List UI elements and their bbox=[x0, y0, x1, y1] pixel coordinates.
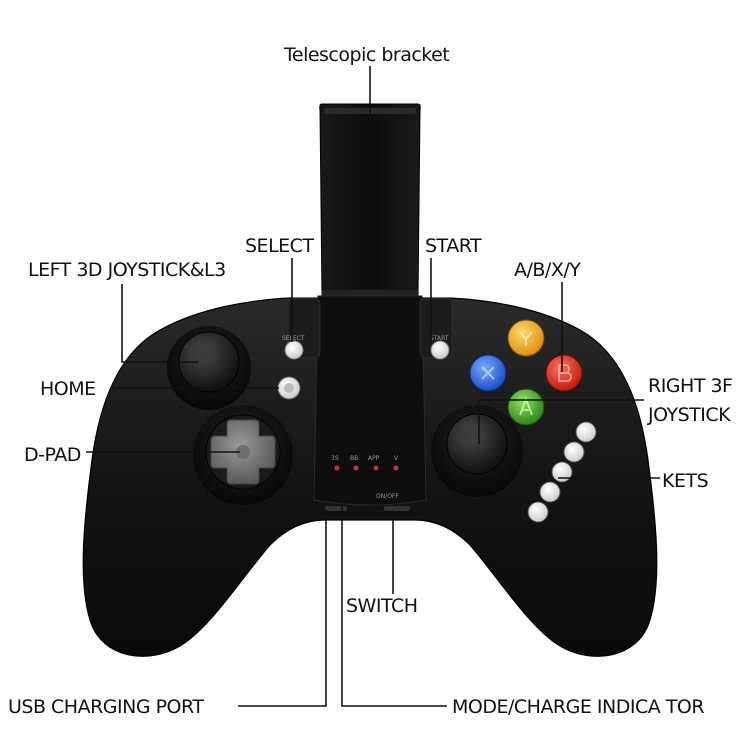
indicator-led bbox=[334, 465, 340, 471]
extra-key[interactable] bbox=[527, 501, 549, 523]
on-off-mark: ON/OFF bbox=[376, 493, 399, 500]
mode-indicators: 3S BB APP V ON/OFF bbox=[331, 455, 399, 500]
label-mode-indicator: MODE/CHARGE INDICA TOR bbox=[452, 696, 704, 718]
callout-lines bbox=[86, 66, 660, 707]
label-usb-port: USB CHARGING PORT bbox=[8, 696, 204, 718]
label-start: START bbox=[425, 235, 482, 257]
indicator-led bbox=[373, 465, 379, 471]
label-kets: KETS bbox=[662, 470, 708, 492]
extra-key[interactable] bbox=[575, 421, 597, 443]
indicator-label: APP bbox=[368, 455, 380, 462]
face-buttons bbox=[469, 319, 583, 426]
start-button-mark: START bbox=[430, 335, 449, 342]
usb-port-slot bbox=[325, 506, 347, 511]
indicator-label: V bbox=[394, 455, 399, 462]
extra-key[interactable] bbox=[551, 461, 573, 483]
labels: Telescopic bracket SELECT START LEFT 3D … bbox=[8, 44, 733, 718]
button-a-green[interactable] bbox=[507, 388, 545, 426]
label-right-joystick-line1: RIGHT 3F bbox=[648, 375, 732, 397]
label-switch: SWITCH bbox=[346, 595, 418, 617]
label-home: HOME bbox=[40, 378, 96, 400]
label-dpad: D-PAD bbox=[24, 444, 81, 466]
extra-keys bbox=[527, 421, 597, 523]
label-select: SELECT bbox=[245, 235, 314, 257]
indicator-led bbox=[353, 465, 359, 471]
switch-slot bbox=[384, 506, 410, 511]
select-button-mark: SELECT bbox=[282, 335, 305, 342]
label-right-joystick-line2: JOYSTICK bbox=[647, 404, 731, 426]
home-button[interactable] bbox=[277, 376, 301, 400]
label-telescopic-bracket: Telescopic bracket bbox=[283, 44, 449, 66]
extra-key[interactable] bbox=[539, 481, 561, 503]
label-left-joystick: LEFT 3D JOYSTICK&L3 bbox=[28, 259, 226, 281]
label-abxy: A/B/X/Y bbox=[514, 259, 581, 281]
d-pad[interactable] bbox=[193, 405, 293, 505]
button-b-red[interactable] bbox=[545, 354, 583, 392]
indicator-label: 3S bbox=[331, 455, 339, 462]
extra-key[interactable] bbox=[563, 441, 585, 463]
right-joystick[interactable] bbox=[431, 405, 523, 497]
indicator-label: BB bbox=[350, 455, 358, 462]
indicator-led bbox=[393, 465, 399, 471]
start-button[interactable]: START bbox=[430, 335, 450, 360]
left-joystick[interactable] bbox=[167, 326, 251, 410]
select-button[interactable]: SELECT bbox=[282, 335, 305, 360]
button-x-blue[interactable] bbox=[469, 354, 507, 392]
button-y-yellow[interactable] bbox=[507, 319, 545, 357]
